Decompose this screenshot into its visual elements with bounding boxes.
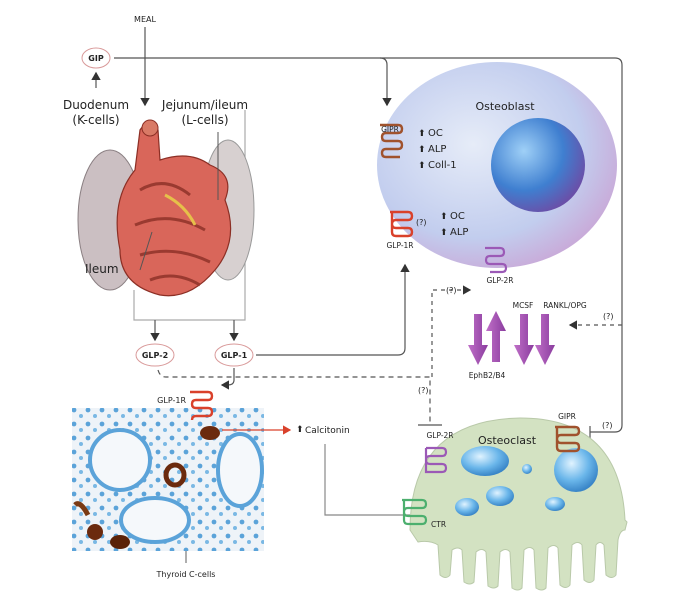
glp2r-question: (?): [446, 286, 457, 295]
ileum-label: Ileum: [85, 262, 119, 276]
calcitonin-to-ctr-line: [324, 444, 410, 516]
glp2-to-osteoblast-dashed: [431, 285, 472, 377]
glp1r-osteoblast-label: GLP-1R: [386, 241, 413, 250]
glp2-badge: [135, 343, 175, 367]
up-icon: ⬆: [418, 145, 426, 155]
glp1-label: GLP-1: [221, 351, 248, 360]
thyroid-histology: [72, 408, 264, 551]
duodenum-label: Duodenum: [63, 98, 129, 112]
up-icon: ⬆: [418, 129, 426, 139]
gip-to-osteoclast-line: [114, 57, 623, 433]
gipr-osteoclast-question: (?): [602, 421, 613, 430]
glp1r-thyroid-icon: [190, 390, 214, 421]
mcsf-label: MCSF: [513, 301, 534, 310]
gip-label: GIP: [88, 54, 104, 63]
calcitonin-label: Calcitonin: [305, 426, 350, 436]
gip-to-osteoblast-arrow: [379, 57, 392, 107]
ob-effect2-oc: OC: [450, 211, 465, 222]
up-icon: ⬆: [440, 228, 448, 238]
ephb-up-arrow: [486, 311, 506, 362]
glp2-dashed-question: (?): [418, 386, 429, 395]
ctr-icon: [402, 498, 428, 526]
glp2r-osteoblast-icon: [484, 246, 508, 274]
glp1r-question: (?): [416, 218, 427, 227]
osteoclast-cell: [409, 417, 628, 591]
ileum-pointer: [139, 231, 153, 271]
ob-effect-oc: OC: [428, 128, 443, 139]
calcitonin-up-icon: ⬆: [296, 425, 304, 435]
glp2-label: GLP-2: [142, 351, 168, 360]
ob-effect-coll1: Coll-1: [428, 160, 457, 171]
osteoclast-title: Osteoclast: [478, 434, 537, 447]
gipr-osteoblast-icon: [380, 123, 404, 159]
glp1-badge: [214, 343, 254, 367]
osteoblast-title: Osteoblast: [475, 100, 535, 113]
glp2r-osteoclast-label: GLP-2R: [426, 431, 453, 440]
intestine-illustration: [77, 119, 255, 297]
gipr-osteoclast-label: GIPR: [558, 412, 576, 421]
glp1r-osteoblast-icon: [390, 210, 414, 238]
glp2r-osteoblast-label: GLP-2R: [486, 276, 513, 285]
osteoblast-cell: [377, 62, 617, 268]
ephb-down-arrow: [468, 314, 488, 365]
glp1-to-osteoblast-arrow: [256, 263, 410, 356]
rankl-opg-down-arrow: [535, 314, 555, 365]
gipr-osteoblast-label: GIPR: [381, 125, 399, 134]
gip-badge: [81, 47, 111, 69]
glp2r-osteoclast-icon: [424, 446, 448, 474]
k-cells-label: (K-cells): [72, 113, 119, 127]
ctr-label: CTR: [431, 520, 446, 529]
up-icon: ⬆: [440, 212, 448, 222]
jejunum-label: Jejunum/ileum: [161, 98, 248, 112]
ob-effect-alp: ALP: [428, 144, 446, 155]
connector-lines: [91, 27, 623, 563]
l-cells-label: (L-cells): [181, 113, 228, 127]
glp1-to-thyroid-arrow: [220, 368, 235, 390]
ob-effect2-alp: ALP: [450, 227, 468, 238]
glp2-to-osteoclast-dashed: [157, 369, 431, 425]
signal-arrows: [468, 311, 555, 365]
meal-label: MEAL: [134, 15, 156, 24]
gipr-osteoclast-icon: [555, 425, 581, 453]
signals-question: (?): [603, 312, 614, 321]
glp1r-thyroid-label: GLP-1R: [157, 396, 186, 405]
thyroid-c-cells-label: Thyroid C-cells: [156, 570, 216, 579]
mcsf-down-arrow: [514, 314, 534, 365]
up-icon: ⬆: [418, 161, 426, 171]
ephb-label: EphB2/B4: [469, 371, 506, 380]
rankl-opg-label: RANKL/OPG: [543, 301, 587, 310]
